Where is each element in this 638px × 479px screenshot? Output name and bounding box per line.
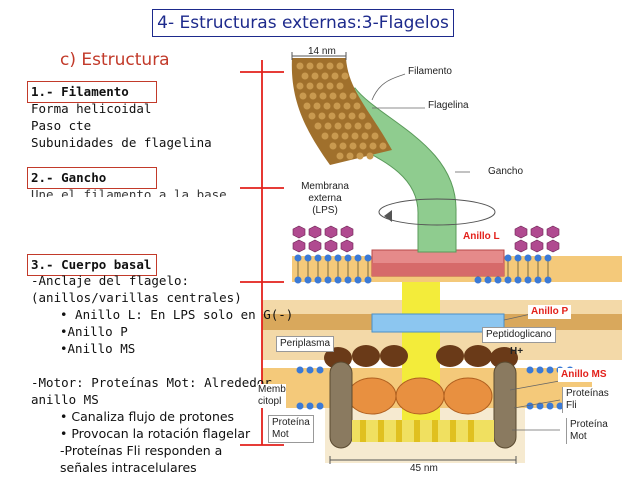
label-proteinas-fli: Proteínas Fli [562,387,612,413]
l-ring-lower [372,263,504,276]
lps-sugars [292,225,560,253]
scale-label-top: 14 nm [308,46,336,57]
header-gancho: 2.- Gancho [27,167,157,189]
label-mot-right-line-1: Proteína [570,419,608,430]
scale-bar-bottom [329,456,517,464]
cuerpo-bullet-1: • Anillo L: En LPS solo en G(-) [60,307,294,322]
filamento-line-2: Paso cte [31,118,92,133]
rotation-arrow [378,198,496,226]
label-memb-line-2: citopl [258,396,282,407]
cuerpo-bullet-3: •Anillo MS [60,341,136,356]
label-peptidoglicano: Peptidoglicano [482,327,556,343]
mot-protein-left [329,361,353,449]
motor-bullet-1: • Canaliza flujo de protones [60,409,235,424]
rotation-arrowhead [384,210,392,222]
header-cuerpo-basal: 3.- Cuerpo basal [27,254,157,276]
fli-line-1: -Proteínas Fli responden a [60,443,223,458]
label-proteina-mot-right: Proteína Mot [566,418,611,444]
label-fli-line-2: Fli [566,400,577,411]
ms-ring [347,377,493,415]
section-heading: c) Estructura [60,50,170,70]
label-fli-line-1: Proteínas [566,388,609,399]
filament-subunits [296,62,387,160]
scale-label-bottom: 45 nm [410,463,438,474]
label-h-plus: H+ [510,346,524,357]
leader-lines [371,73,566,431]
gancho-line-clipped: Une el filamento a la base... [31,187,250,197]
mot-protein-right [493,361,517,449]
filamento-line-1: Forma helicoidal [31,101,152,116]
label-filamento: Filamento [408,66,452,77]
label-proteina-mot-left: Proteína Mot [268,415,314,443]
label-membrana-line-1: Membrana [301,181,349,192]
label-membrana-externa: Membrana externa (LPS) [298,181,352,217]
header-filamento: 1.- Filamento [27,81,157,103]
label-memb-line-1: Memb [258,384,286,395]
motor-line-1: -Motor: Proteínas Mot: Alrededor [31,375,272,390]
p-ring [371,313,505,333]
label-mot-left-line-1: Proteína [272,417,310,428]
label-mot-left-line-2: Mot [272,429,289,440]
ms-ring-proteins [324,345,518,369]
c-ring-units [360,420,474,442]
cuerpo-line-2: (anillos/varillas centrales) [31,290,242,305]
label-membrana-line-3: (LPS) [312,205,338,216]
label-gancho: Gancho [488,166,524,177]
fli-line-2: señales intracelulares [60,460,197,475]
scale-bar-top [291,52,347,60]
label-periplasma: Periplasma [276,336,335,352]
label-anillo-ms: Anillo MS [558,368,610,382]
label-anillo-p: Anillo P [528,305,572,319]
label-mot-right-line-2: Mot [570,431,587,442]
red-bracket [240,60,284,446]
label-flagelina: Flagelina [428,100,469,111]
c-ring [352,420,494,442]
label-memb-citopl: Memb citopl [258,384,286,408]
label-membrana-line-2: externa [308,193,342,204]
filamento-line-3: Subunidades de flagelina [31,135,212,150]
motor-line-2: anillo MS [31,392,99,407]
cuerpo-line-1: -Anclaje del flagelo: [31,273,190,288]
page-title: 4- Estructuras externas:3-Flagelos [152,9,454,37]
cuerpo-bullet-2: •Anillo P [60,324,128,339]
label-anillo-l: Anillo L [460,230,503,244]
motor-bullet-2: • Provocan la rotación flagelar [60,426,251,441]
